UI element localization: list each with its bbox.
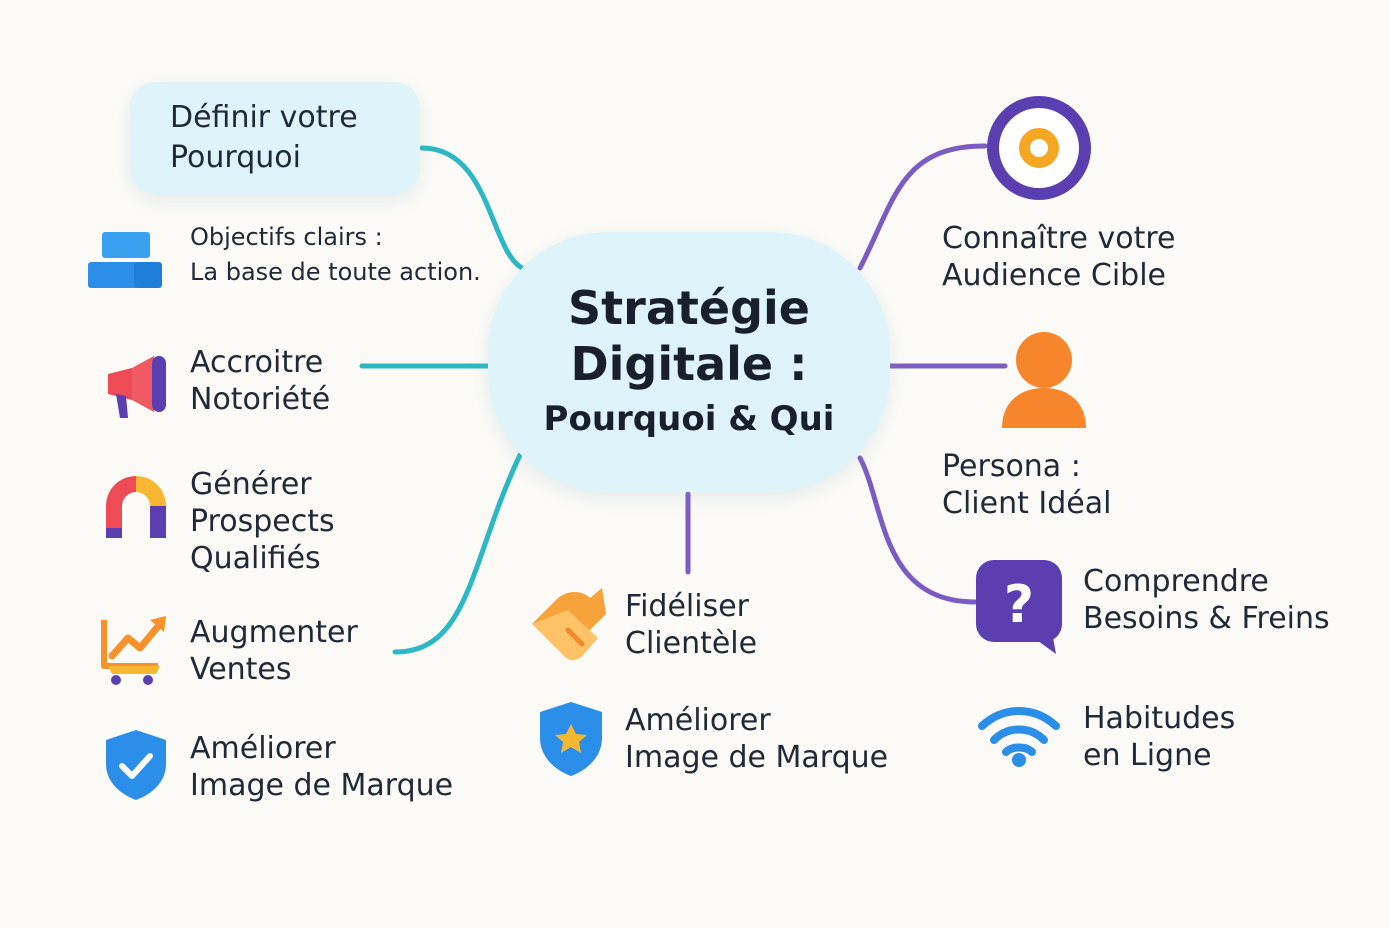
define-why-label: Définir votre Pourquoi [170, 100, 358, 175]
central-subtitle: Pourquoi & Qui [543, 399, 835, 439]
svg-text:?: ? [1004, 575, 1034, 635]
notoriety-label: Accroitre Notoriété [190, 345, 331, 417]
connector-audience [857, 143, 988, 271]
sales-growth-cart-icon [101, 616, 166, 685]
connector-define-why [419, 145, 525, 271]
connector-sales [392, 452, 523, 655]
wifi-icon [978, 707, 1060, 767]
objectives-intro-label: Objectifs clairs : La base de toute acti… [190, 223, 481, 286]
prospects-label: Générer Prospects Qualifiés [190, 467, 335, 576]
person-icon [1002, 332, 1086, 428]
brand-image-middle-label: Améliorer Image de Marque [625, 703, 889, 775]
question-bubble-icon: ? [976, 560, 1062, 654]
audience-label: Connaître votre Audience Cible [942, 221, 1176, 293]
sales-label: Augmenter Ventes [190, 615, 358, 687]
online-habits-label: Habitudes en Ligne [1083, 701, 1236, 773]
blocks-icon [88, 232, 162, 288]
define-why-box: Définir votre Pourquoi [130, 82, 420, 194]
central-topic: Stratégie Digitale : Pourquoi & Qui [488, 232, 890, 492]
persona-label: Persona : Client Idéal [942, 449, 1112, 521]
shield-check-icon [106, 730, 166, 800]
connector-needs [857, 455, 978, 605]
shield-star-icon [540, 702, 602, 776]
central-title: Stratégie Digitale : [568, 281, 810, 391]
handshake-icon [532, 588, 606, 661]
megaphone-icon [108, 356, 166, 418]
target-icon [987, 96, 1091, 200]
loyalty-label: Fidéliser Clientèle [625, 589, 758, 661]
magnet-icon [106, 476, 166, 538]
brand-image-left-label: Améliorer Image de Marque [190, 731, 454, 803]
needs-label: Comprendre Besoins & Freins [1083, 564, 1330, 636]
